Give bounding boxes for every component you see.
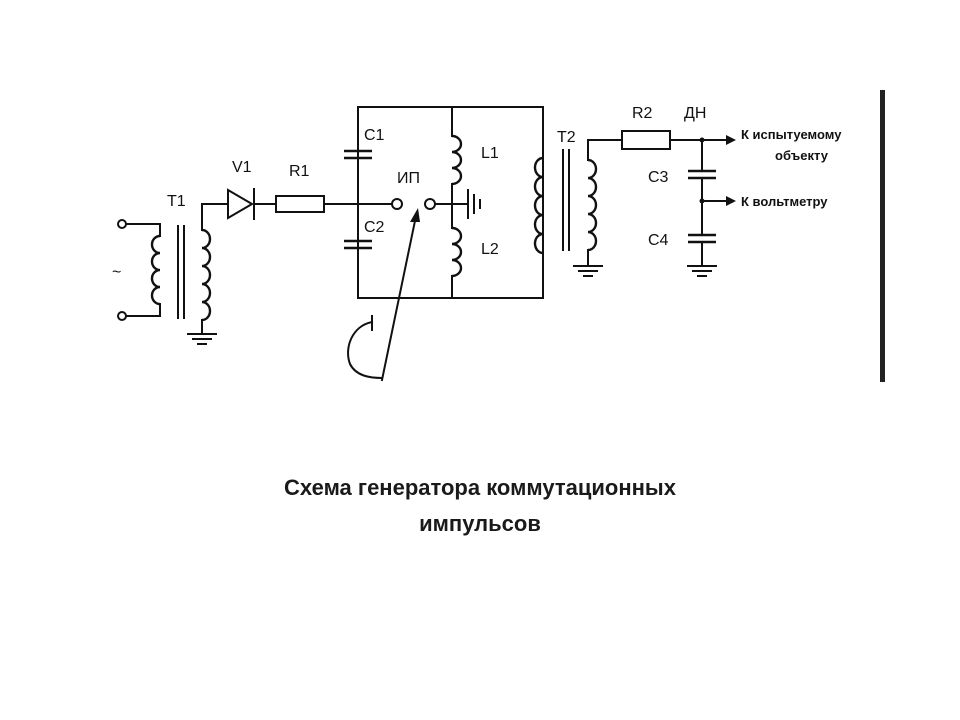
diode-icon: [227, 188, 254, 220]
transformer-t1: T1 ~: [112, 193, 229, 345]
resistor-r1: R1: [275, 163, 359, 213]
spark-gap-electrode-right: [424, 198, 436, 210]
resistor-icon: [621, 130, 671, 150]
trigger-device-icon: [347, 320, 384, 380]
ground-icon: [687, 265, 717, 277]
ip-label: ИП: [397, 170, 420, 187]
dn-label: ДН: [684, 105, 706, 122]
l1-label: L1: [481, 145, 499, 162]
inductor-branch: L1 L2: [451, 106, 499, 299]
v1-label: V1: [232, 159, 252, 176]
t1-primary-coil: [150, 234, 161, 306]
r2-label: R2: [632, 105, 653, 122]
t1-secondary-coil: [201, 228, 212, 322]
caption-line-2: импульсов: [419, 511, 541, 536]
diode-v1: V1: [227, 159, 277, 220]
output-divider: R2 ДН C3 C4 К испытуемому объекту К воль…: [621, 105, 842, 277]
output-object-label-line1: К испытуемому: [741, 127, 842, 142]
t2-primary-coil: [533, 156, 544, 255]
output-object-label-line2: объекту: [775, 148, 829, 163]
ground-icon: [451, 189, 481, 219]
input-terminal-top: [117, 219, 127, 229]
ground-icon: [187, 333, 217, 345]
t1-label: T1: [167, 193, 186, 210]
output-voltmeter-label: К вольтметру: [741, 194, 828, 209]
t2-secondary-coil: [587, 158, 598, 252]
caption-line-1: Схема генератора коммутационных: [284, 475, 676, 500]
figure-caption: Схема генератора коммутационных импульсо…: [0, 470, 960, 542]
l2-coil-icon: [451, 226, 463, 278]
r1-label: R1: [289, 163, 310, 180]
arrow-icon: [726, 196, 736, 206]
transformer-t2: T2: [533, 129, 623, 277]
capacitor-branch: C1 C2: [344, 106, 544, 299]
resistor-icon: [275, 195, 325, 213]
spark-gap-electrode-left: [391, 198, 403, 210]
arrow-icon: [726, 135, 736, 145]
arrow-icon: [410, 208, 420, 222]
c4-label: C4: [648, 232, 669, 249]
figure-edge-bar: [880, 90, 885, 382]
c2-label: C2: [364, 219, 385, 236]
ground-icon: [573, 265, 603, 277]
c1-label: C1: [364, 127, 385, 144]
t2-label: T2: [557, 129, 576, 146]
l1-coil-icon: [451, 134, 463, 186]
l2-label: L2: [481, 241, 499, 258]
trigger-line: [380, 214, 418, 382]
spark-gap-ip: ИП: [347, 170, 453, 382]
ac-source-symbol: ~: [112, 264, 121, 281]
input-terminal-bottom: [117, 311, 127, 321]
c3-label: C3: [648, 169, 669, 186]
